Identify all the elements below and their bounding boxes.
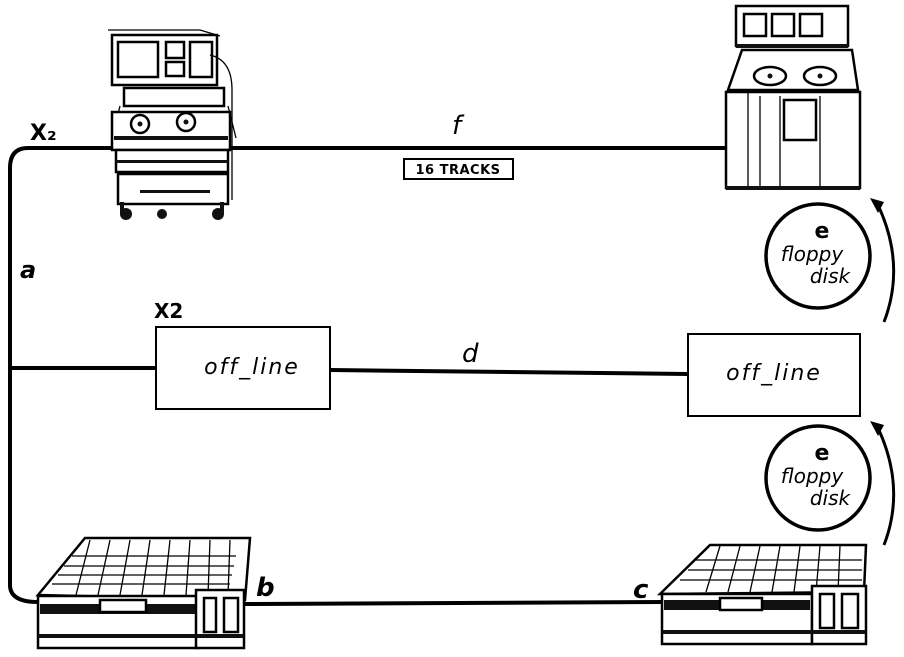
label-a: a <box>20 256 36 284</box>
tape-recorder-cabinet-icon <box>726 6 860 190</box>
label-f: f <box>452 111 465 141</box>
floppy-top-line1: floppy <box>781 242 845 266</box>
floppy-bottom-arrow-icon <box>878 428 894 545</box>
wire-bc <box>245 602 666 604</box>
mixing-console-left-icon <box>38 538 250 648</box>
floppy-top-arrow-icon <box>878 205 894 322</box>
tape-console-icon <box>108 30 236 220</box>
label-d: d <box>462 339 479 369</box>
floppy-top-letter: e <box>815 219 830 244</box>
connection-wires <box>10 148 724 604</box>
label-x2-top: X₂ <box>30 121 57 146</box>
floppy-bottom-line2: disk <box>810 486 852 510</box>
offline-box-left: off_line <box>156 327 330 409</box>
tracks-badge: 16 TRACKS <box>404 159 513 179</box>
label-c: c <box>633 575 649 605</box>
floppy-disk-top: e floppy disk <box>766 204 870 308</box>
floppy-bottom-letter: e <box>815 441 830 466</box>
wire-a <box>10 148 118 602</box>
offline-box-right-label: off_line <box>726 361 822 386</box>
offline-box-left-label: off_line <box>204 355 300 380</box>
floppy-disk-bottom: e floppy disk <box>766 426 870 530</box>
wire-d <box>330 370 688 374</box>
tracks-badge-text: 16 TRACKS <box>415 163 500 178</box>
label-b: b <box>256 573 275 603</box>
floppy-bottom-line1: floppy <box>781 464 845 488</box>
mixing-console-right-icon <box>660 545 866 644</box>
label-x2-middle: X2 <box>154 299 183 323</box>
floppy-top-line2: disk <box>810 264 852 288</box>
offline-box-right: off_line <box>688 334 860 416</box>
